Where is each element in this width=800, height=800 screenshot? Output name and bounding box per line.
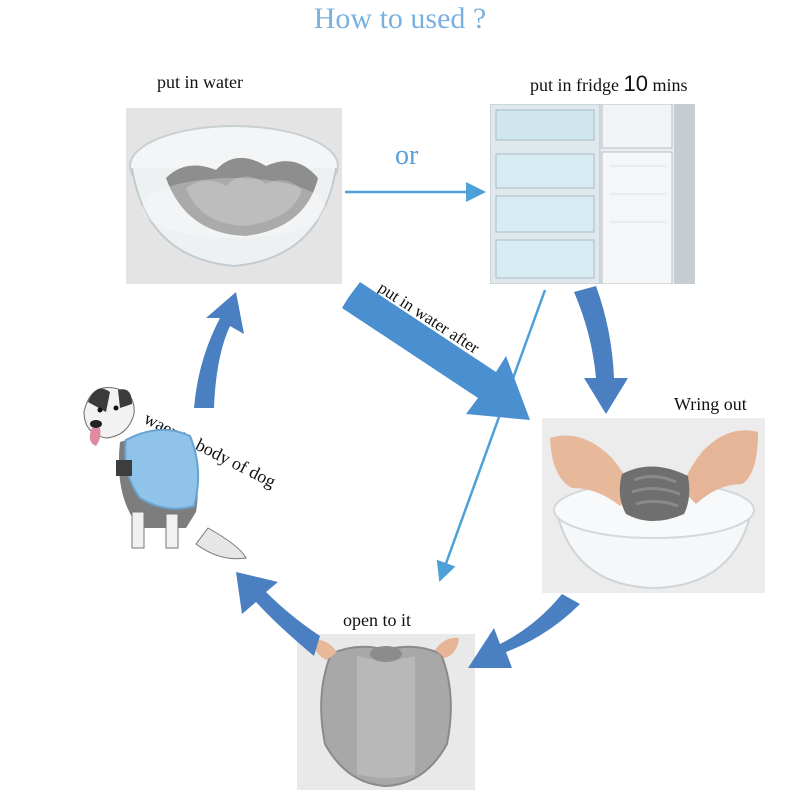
arrow-fridge-to-wring (574, 286, 628, 414)
step-label-put-in-water: put in water (157, 72, 243, 92)
or-label: or (395, 140, 419, 171)
arrow-bowl-to-wring (342, 282, 530, 420)
bowl-with-vest-image (126, 108, 342, 284)
arrow-vest-to-dog (236, 572, 320, 656)
arrow-dog-to-bowl (194, 292, 244, 408)
fridge-label-suffix: mins (647, 75, 688, 95)
fridge-minutes-number: 10 (623, 71, 648, 96)
diagram-title: How to used ? (313, 2, 487, 35)
open-vest-image (297, 634, 475, 790)
step-label-wring-out: Wring out (674, 394, 747, 414)
arrow-fridge-to-vest (436, 289, 547, 582)
fridge-image (490, 104, 695, 284)
step-label-open-it: open to it (343, 610, 411, 630)
arrow-wring-to-vest (468, 594, 580, 668)
fridge-label-prefix: put in fridge (530, 75, 624, 95)
dog-wearing-vest-image (70, 378, 270, 568)
step-label-put-in-fridge: put in fridge 10 mins (530, 71, 687, 97)
hands-wringing-vest-image (542, 418, 765, 593)
